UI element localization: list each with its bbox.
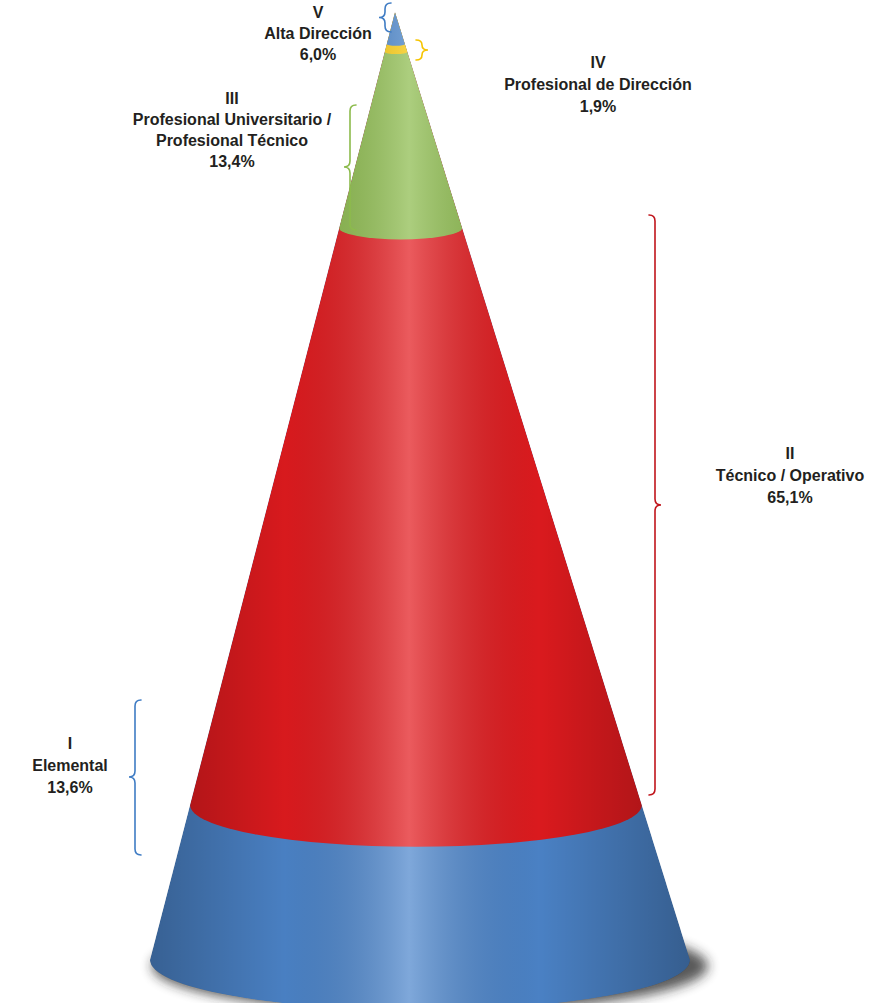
level-label: Elemental (10, 755, 130, 776)
level-label: 13,4% (127, 151, 337, 172)
bracket (344, 105, 356, 230)
level-label: 1,9% (478, 96, 718, 117)
level-label: Alta Dirección (243, 23, 393, 44)
bracket (129, 700, 141, 855)
level-label: 65,1% (700, 487, 880, 508)
bracket (416, 40, 428, 60)
level-label: II (700, 443, 880, 464)
level-label: I (10, 733, 130, 754)
level-label: Profesional de Dirección (478, 74, 718, 95)
level-label: Técnico / Operativo (700, 465, 880, 486)
level-label: Profesional Universitario / Profesional … (127, 109, 337, 151)
bracket (379, 3, 391, 32)
level-label: V (243, 2, 393, 23)
level-label: III (127, 88, 337, 109)
cone-shading (150, 0, 690, 1003)
bracket (649, 215, 661, 795)
level-label: 13,6% (10, 777, 130, 798)
level-label: IV (478, 52, 718, 73)
level-label: 6,0% (243, 44, 393, 65)
